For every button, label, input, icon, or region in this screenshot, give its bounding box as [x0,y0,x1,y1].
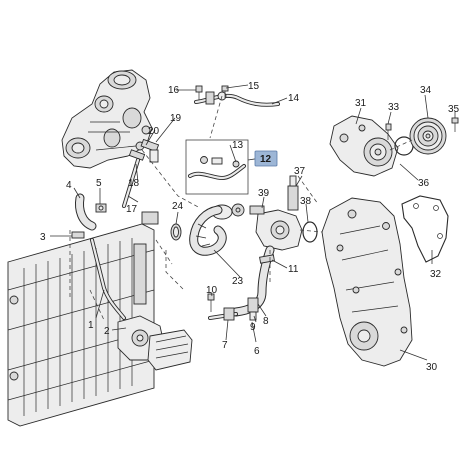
callout-35: 35 [448,104,460,115]
assembly-dashed-lines [69,95,413,321]
water-pump [329,115,399,177]
turbocharger-assembly [61,69,153,169]
clamp-3 [71,231,85,239]
callout-12-highlight [254,150,278,167]
callout-36: 36 [418,178,430,189]
connector-9-8 [247,297,259,321]
callout-37: 37 [294,166,306,177]
callout-7: 7 [222,340,228,351]
timing-cover [321,197,413,367]
callout-34: 34 [420,85,432,96]
callout-15: 15 [248,81,260,92]
turbo-coolant-pipe [194,91,280,107]
pulley-bolt-35 [451,117,459,132]
callout-13: 13 [232,140,244,151]
callout-30: 30 [426,362,438,373]
callout-23: 23 [232,276,244,287]
seal-38 [302,221,318,243]
callout-16: 16 [168,85,180,96]
callout-10: 10 [206,285,218,296]
callout-4: 4 [66,180,72,191]
callout-19: 19 [170,113,182,124]
callout-8: 8 [263,316,269,327]
callout-6: 6 [254,346,260,357]
callout-labels: 16 15 14 19 20 13 12 18 17 31 33 34 35 3… [40,81,460,373]
hose-4 [75,193,97,231]
bolt-16 [195,85,203,100]
callout-14: 14 [288,93,300,104]
callout-33: 33 [388,102,400,113]
clamp-11 [259,254,275,264]
water-pump-bolt-33 [385,123,392,140]
callout-9: 9 [250,322,256,333]
callout-11: 11 [288,264,299,275]
bypass-pipe-7 [208,307,238,321]
thermostat-housing [255,175,303,251]
callout-17: 17 [126,204,138,215]
callout-39: 39 [258,188,270,199]
callout-12: 12 [260,154,272,165]
turbo-coolant-fittings [122,138,160,208]
bolt-10 [207,293,215,312]
bolt-15 [221,85,229,98]
callout-32: 32 [430,269,442,280]
callout-3: 3 [40,232,46,243]
oil-cooler [147,329,193,371]
callout-31: 31 [355,98,367,109]
radiator-hose-1 [90,238,126,320]
hose-clamp-24 [170,223,182,241]
callout-20: 20 [148,126,160,137]
callout-38: 38 [300,196,312,207]
timing-cover-gasket [401,195,449,263]
callout-leader-lines [50,84,456,361]
radiator [7,211,159,427]
water-pump-pulley [409,117,447,155]
callout-2: 2 [104,326,110,337]
callout-1: 1 [88,320,94,331]
clamp-5 [95,203,107,213]
upper-radiator-hose-23 [189,205,227,256]
callout-5: 5 [96,178,102,189]
part-12-detail-box [185,139,249,195]
callout-24: 24 [172,201,184,212]
callout-18: 18 [128,178,140,189]
